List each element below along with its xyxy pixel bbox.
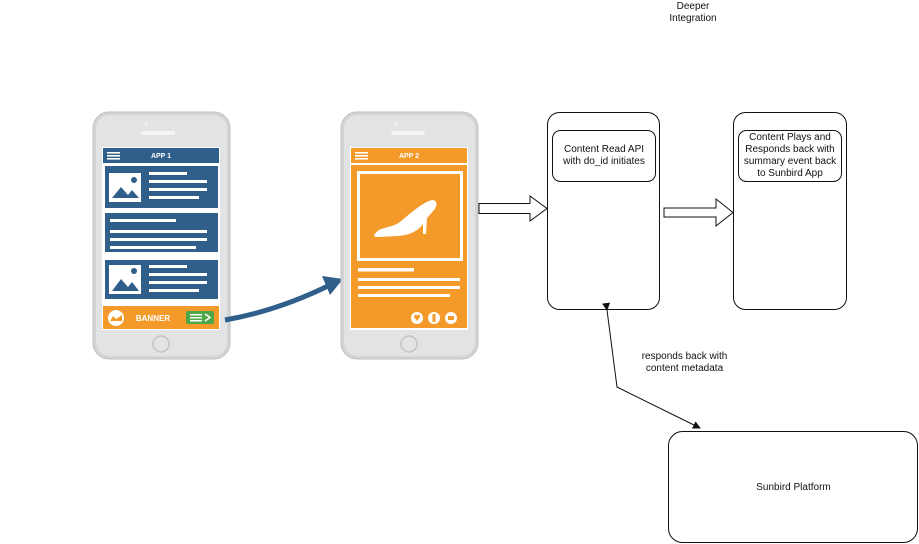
banner-to-app2-arrow: [224, 281, 334, 323]
content-read-label: Content Read API with do_id initiates: [563, 144, 645, 167]
content-plays-box: [738, 130, 842, 182]
content-plays-label: Content Plays and Responds back with sum…: [743, 132, 837, 179]
image-icon: [112, 187, 139, 198]
responds-back-label: responds back with content metadata: [641, 351, 728, 374]
phone1-header: [103, 148, 219, 163]
home-button-icon: [400, 335, 418, 353]
banner-label: BANNER: [136, 314, 170, 323]
phone-app1: APP 1 BANNER: [92, 111, 231, 360]
sunbird-platform-label: Sunbird Platform: [756, 482, 831, 493]
phone1-header-label: APP 1: [151, 153, 171, 160]
phone-app2: APP 2: [340, 111, 479, 360]
content-read-box: [552, 130, 656, 182]
speaker-icon: [141, 131, 175, 135]
sunbird-platform-box: [668, 431, 918, 543]
shoe-badge-icon: [108, 310, 124, 326]
api-platform-connector: [602, 302, 701, 429]
high-heel-shoe-icon: [374, 200, 437, 237]
hamburger-icon: [107, 152, 120, 160]
phone2-to-api-arrow: [478, 195, 548, 222]
phone2-header-label: APP 2: [399, 153, 419, 160]
hamburger-icon: [355, 152, 368, 160]
diagram-title: Deeper Integration: [669, 1, 717, 24]
home-button-icon: [152, 335, 170, 353]
banner-to-app2-arrowhead: [322, 276, 343, 295]
camera-icon: [144, 122, 148, 126]
api-to-content-arrow: [663, 197, 734, 228]
phone2-header: [351, 148, 467, 163]
